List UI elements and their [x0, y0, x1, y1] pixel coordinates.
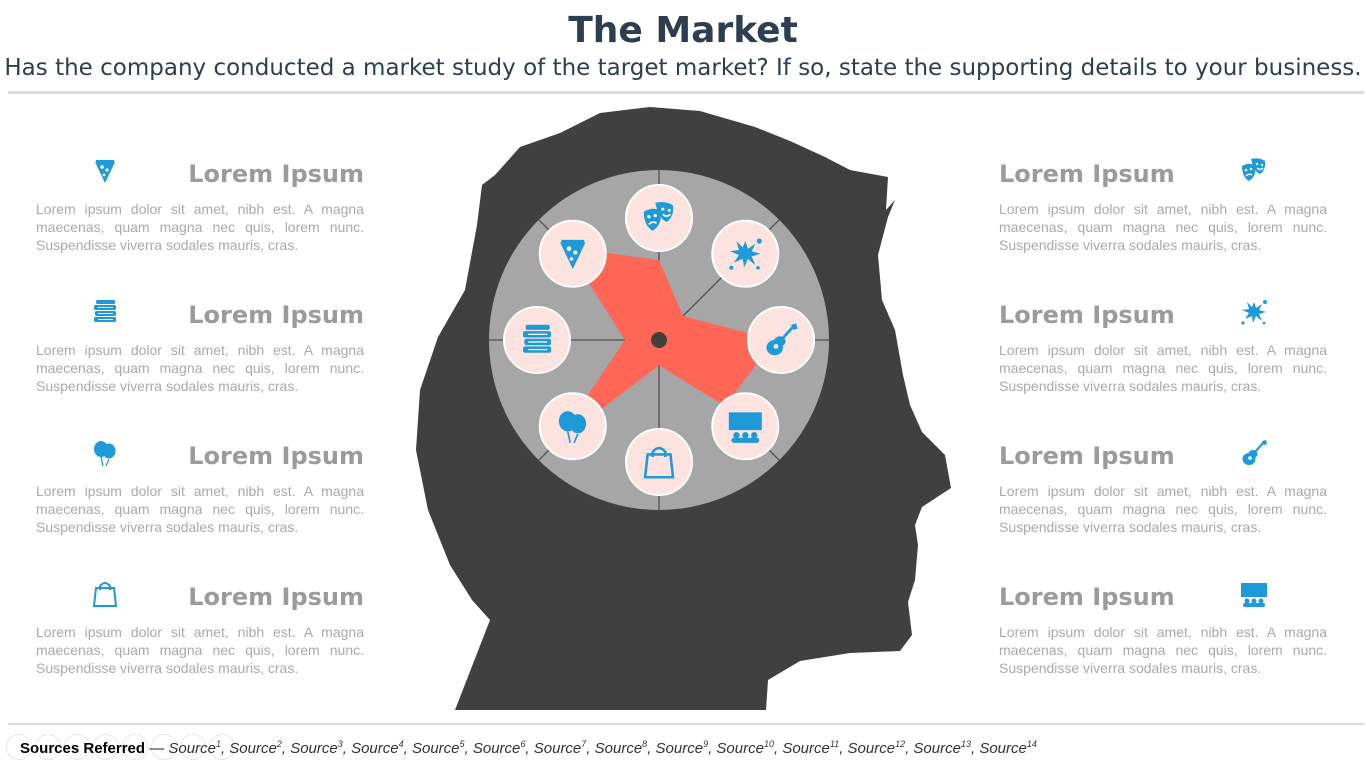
left-item-heading: Lorem Ipsum	[188, 583, 364, 611]
spoke-badge	[625, 428, 693, 496]
source-ref: Source1	[168, 739, 221, 757]
slide-nav-controls[interactable]	[6, 734, 238, 765]
source-ref: Source8	[594, 739, 648, 757]
shopping-bag-icon	[90, 579, 120, 609]
source-ref: Source11	[782, 739, 840, 757]
sources-label: Sources Referred	[20, 740, 146, 757]
nav-dot[interactable]	[35, 734, 61, 760]
right-item-heading: Lorem Ipsum	[999, 442, 1175, 470]
left-item-text: Lorem ipsum dolor sit amet, nibh est. A …	[36, 201, 364, 253]
left-item-heading: Lorem Ipsum	[188, 442, 364, 470]
spoke-badge	[747, 306, 815, 374]
head-radar-diagram	[416, 107, 951, 710]
right-item-text: Lorem ipsum dolor sit amet, nibh est. A …	[999, 201, 1327, 253]
theater-masks-icon	[643, 201, 674, 231]
balloons-icon	[90, 438, 120, 468]
left-item-text: Lorem ipsum dolor sit amet, nibh est. A …	[36, 624, 364, 676]
nav-dot[interactable]	[64, 734, 90, 760]
spoke-badge	[711, 219, 780, 288]
cinema-icon	[728, 412, 762, 443]
right-item-text: Lorem ipsum dolor sit amet, nibh est. A …	[999, 483, 1327, 535]
shopping-bag-icon	[643, 446, 675, 479]
right-item-text: Lorem ipsum dolor sit amet, nibh est. A …	[999, 624, 1327, 676]
right-item-heading: Lorem Ipsum	[999, 583, 1175, 611]
right-item-heading: Lorem Ipsum	[999, 160, 1175, 188]
page-title: The Market	[568, 10, 798, 51]
sources-separator: —	[149, 740, 165, 757]
spoke-badge	[538, 219, 607, 288]
spoke-badge	[711, 392, 780, 461]
nav-dot[interactable]	[209, 734, 235, 760]
left-item-heading: Lorem Ipsum	[188, 301, 364, 329]
spoke-badge	[503, 306, 571, 374]
source-ref: Source3	[290, 739, 343, 757]
pizza-icon	[90, 156, 120, 186]
paint-splash-icon	[729, 238, 762, 270]
header-divider	[8, 91, 1364, 94]
source-ref: Source13	[913, 739, 971, 757]
theater-masks-icon	[1239, 156, 1269, 186]
source-ref: Source4	[351, 739, 404, 757]
footer-divider	[8, 723, 1364, 725]
source-ref: Source12	[847, 739, 906, 757]
sources-footer: Sources Referred — Source1, Source2, Sou…	[20, 739, 1037, 757]
cinema-icon	[1239, 579, 1269, 609]
page-subtitle: Has the company conducted a market study…	[4, 55, 1362, 81]
source-ref: Source9	[655, 739, 709, 757]
source-ref: Source5	[411, 739, 465, 757]
spoke-badge	[625, 184, 693, 252]
balloons-icon	[558, 411, 587, 444]
source-ref: Source10	[716, 739, 774, 757]
radar-star	[554, 247, 775, 445]
left-item-text: Lorem ipsum dolor sit amet, nibh est. A …	[36, 483, 364, 535]
left-item-text: Lorem ipsum dolor sit amet, nibh est. A …	[36, 342, 364, 394]
nav-dot[interactable]	[93, 734, 119, 760]
nav-dot[interactable]	[180, 734, 206, 760]
pizza-icon	[560, 239, 586, 270]
sources-list: Source1, Source2, Source3, Source4, Sour…	[168, 739, 1037, 757]
nav-dot[interactable]	[6, 734, 32, 760]
source-ref: Source14	[979, 739, 1037, 757]
guitar-icon	[766, 323, 798, 356]
nav-dot[interactable]	[151, 734, 177, 760]
nav-dot[interactable]	[122, 734, 148, 760]
paint-splash-icon	[1239, 297, 1269, 327]
spoke-badge	[538, 392, 607, 461]
source-ref: Source2	[229, 739, 282, 757]
right-item-heading: Lorem Ipsum	[999, 301, 1175, 329]
right-item-text: Lorem ipsum dolor sit amet, nibh est. A …	[999, 342, 1327, 394]
source-ref: Source7	[533, 739, 587, 757]
badge-circle	[625, 428, 693, 496]
guitar-icon	[1239, 438, 1269, 468]
books-icon	[523, 324, 552, 353]
radar-hub	[651, 332, 667, 348]
books-icon	[90, 297, 120, 327]
left-item-heading: Lorem Ipsum	[188, 160, 364, 188]
source-ref: Source6	[472, 739, 526, 757]
